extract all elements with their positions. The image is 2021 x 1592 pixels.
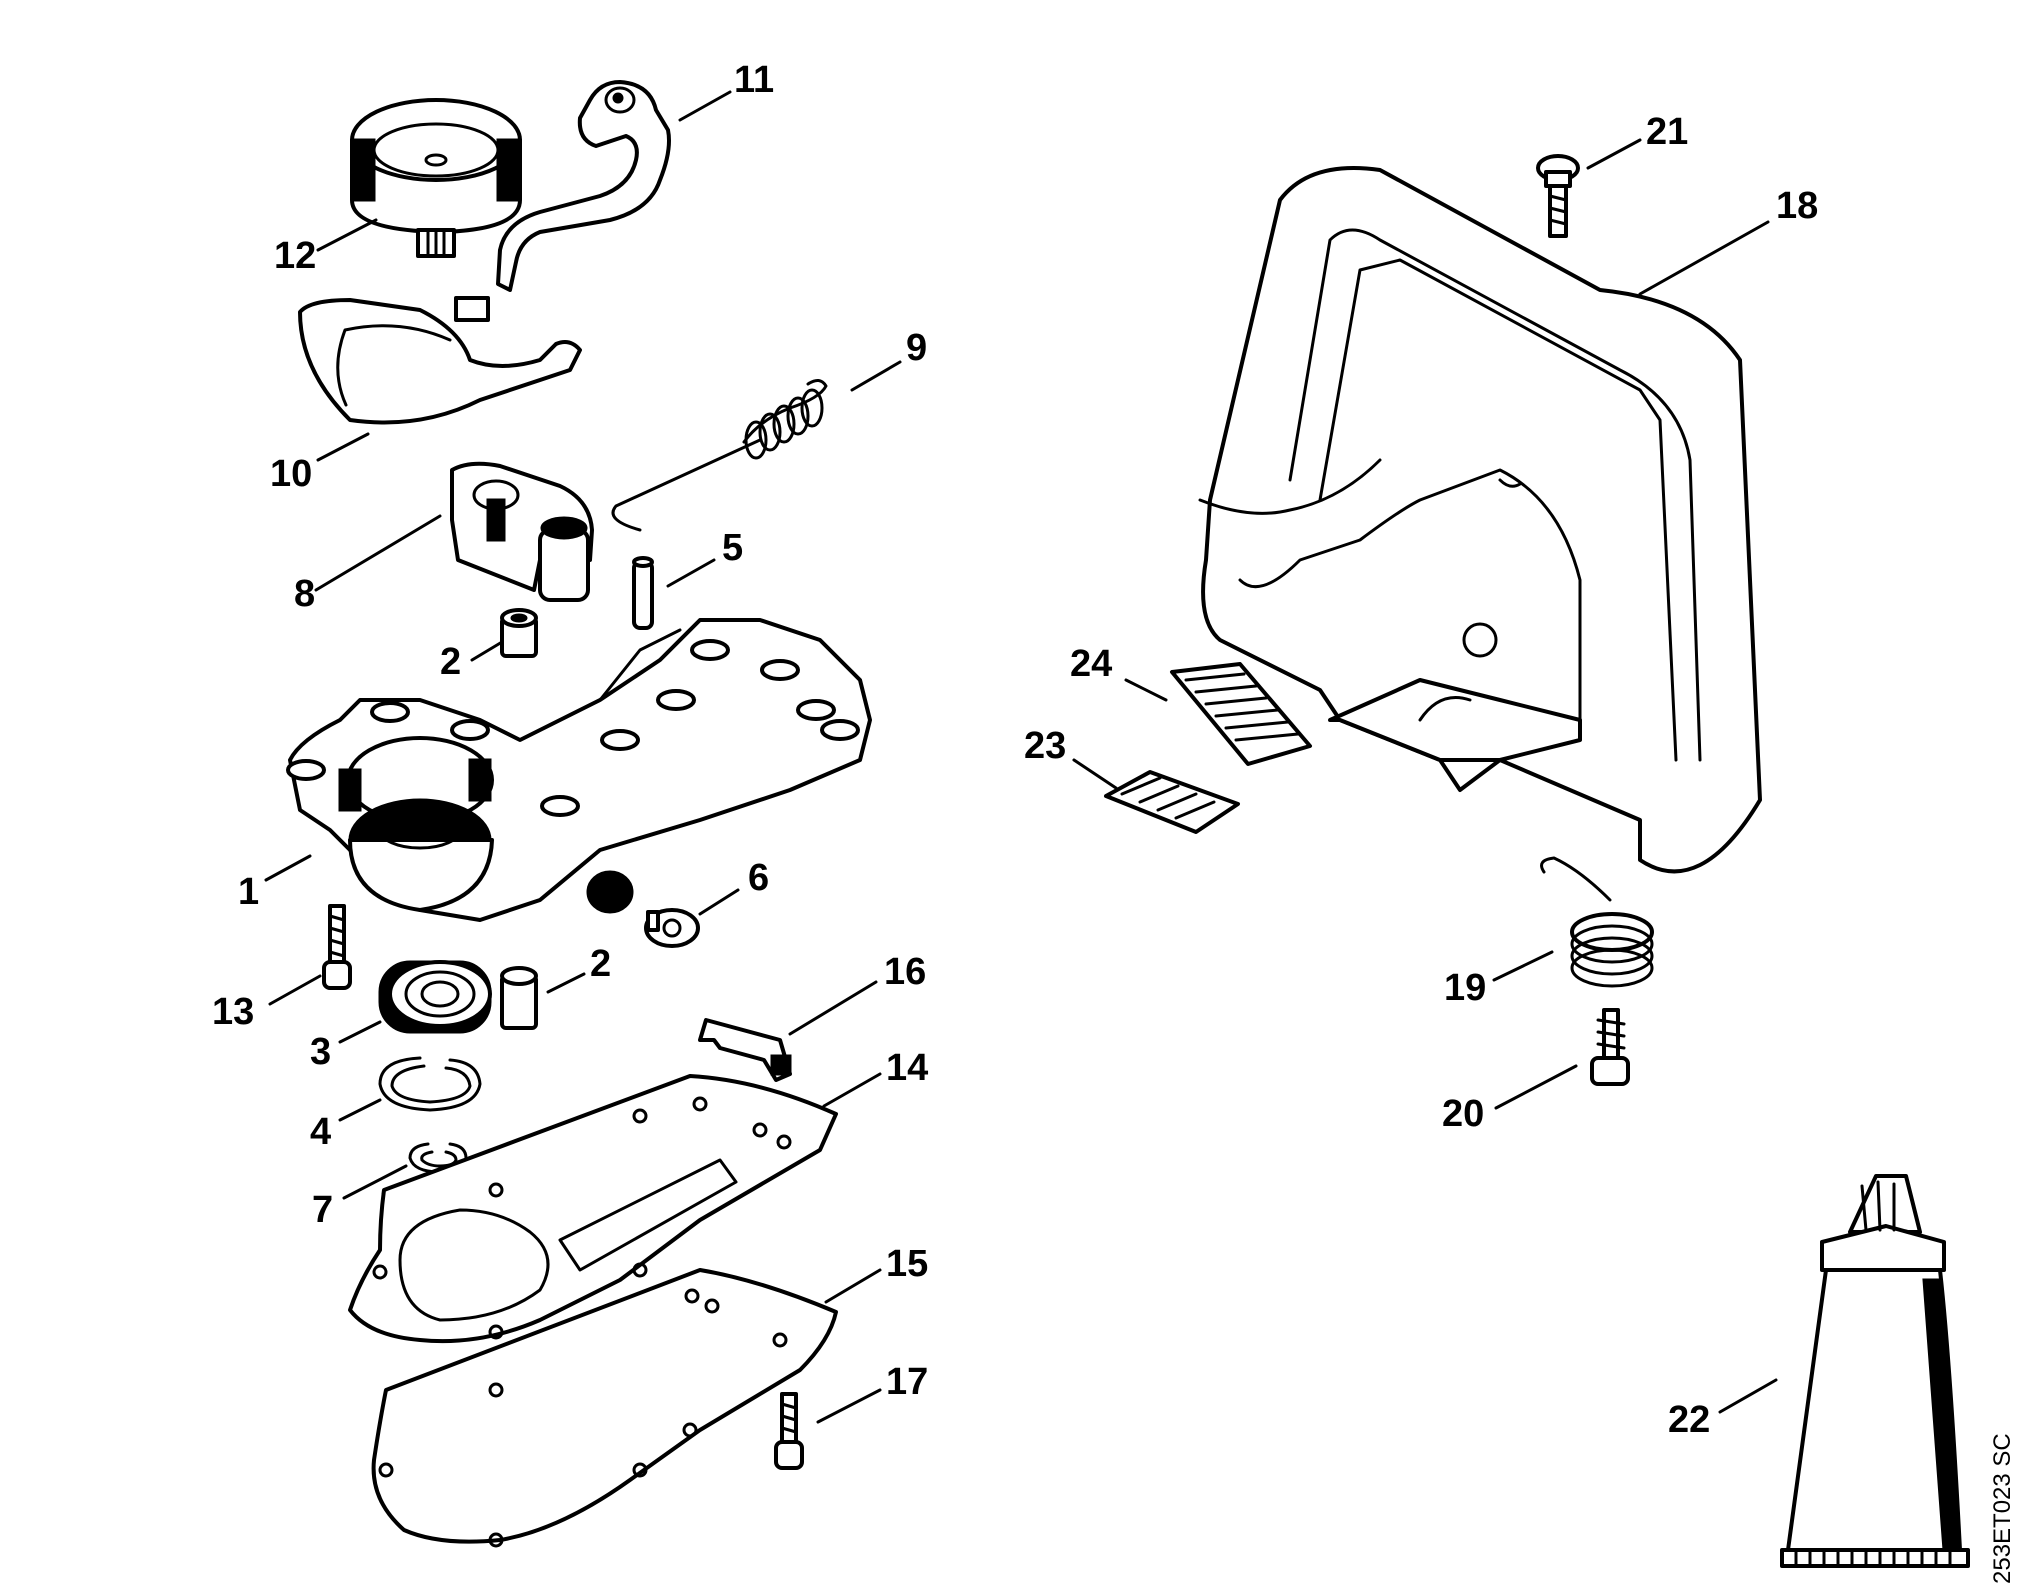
part-16-clip[interactable] [698, 1018, 792, 1082]
callout-1: 1 [238, 871, 259, 913]
part-23-label[interactable] [1104, 770, 1240, 834]
callout-15: 15 [886, 1243, 928, 1285]
leader-16 [788, 980, 878, 1036]
part-3-ball-bearing[interactable] [378, 960, 492, 1034]
leader-19 [1492, 950, 1554, 982]
leader-10 [316, 432, 370, 462]
part-18-handle-bar[interactable] [1198, 166, 1762, 874]
callout-11: 11 [734, 59, 774, 101]
callout-13: 13 [212, 991, 254, 1033]
leader-20 [1494, 1064, 1578, 1110]
leader-8 [314, 514, 442, 592]
leader-5 [666, 558, 716, 588]
part-9-tension-spring[interactable] [611, 379, 828, 532]
drawing-code: 253ET023 SC [1989, 1433, 2016, 1584]
callout-9: 9 [906, 327, 927, 369]
callout-2a: 2 [440, 641, 461, 683]
leader-2b [546, 972, 586, 994]
part-10-spring-band[interactable] [298, 296, 582, 425]
callout-14: 14 [886, 1047, 928, 1089]
callout-12: 12 [274, 235, 316, 277]
part-20-screw[interactable] [1590, 1008, 1630, 1086]
callout-3: 3 [310, 1031, 331, 1073]
leader-22 [1718, 1378, 1778, 1414]
callout-24: 24 [1070, 643, 1112, 685]
part-13-screw[interactable] [322, 904, 352, 990]
part-21-screw[interactable] [1536, 154, 1580, 238]
callout-19: 19 [1444, 967, 1486, 1009]
leader-lines [264, 90, 1778, 1424]
leader-15 [824, 1268, 882, 1304]
part-12-pinion-drum[interactable] [350, 98, 522, 258]
callout-numbers: 11 12 10 9 8 5 2 1 6 13 2 3 4 7 16 14 15… [212, 59, 1818, 1441]
part-24-label[interactable] [1170, 662, 1312, 766]
callout-8: 8 [294, 573, 315, 615]
callout-16: 16 [884, 951, 926, 993]
callout-10: 10 [270, 453, 312, 495]
leader-11 [678, 90, 732, 122]
callout-18: 18 [1776, 185, 1818, 227]
part-11-lever[interactable] [496, 80, 671, 292]
part-14-gasket[interactable] [348, 1074, 838, 1344]
callout-20: 20 [1442, 1093, 1484, 1135]
part-2-sleeve-upper[interactable] [500, 608, 538, 658]
leader-7 [342, 1164, 408, 1200]
leader-1 [264, 854, 312, 882]
leader-4 [338, 1098, 382, 1122]
part-15-cover-plate[interactable] [371, 1268, 838, 1548]
callout-7: 7 [312, 1189, 333, 1231]
leader-21 [1586, 138, 1642, 170]
leader-2a [470, 640, 504, 662]
leader-9 [850, 360, 902, 392]
callout-4: 4 [310, 1111, 331, 1153]
part-2-sleeve-lower[interactable] [500, 966, 538, 1030]
leader-6 [698, 888, 740, 916]
part-17-screw[interactable] [774, 1392, 804, 1470]
leader-18 [1638, 220, 1770, 296]
leader-14 [822, 1072, 882, 1108]
part-19-torsion-spring[interactable] [1540, 856, 1654, 988]
callout-23: 23 [1024, 725, 1066, 767]
part-22-grease-tube[interactable] [1780, 1174, 1970, 1568]
callout-6: 6 [748, 857, 769, 899]
leader-24 [1124, 678, 1168, 702]
part-4-circlip[interactable] [378, 1056, 482, 1112]
callout-5: 5 [722, 527, 743, 569]
part-6-screw-plug[interactable] [586, 870, 700, 948]
callout-17: 17 [886, 1361, 928, 1403]
callout-22: 22 [1668, 1399, 1710, 1441]
part-1-gear-housing[interactable] [286, 618, 872, 922]
part-8-bracket[interactable] [450, 461, 594, 602]
callout-2b: 2 [590, 943, 611, 985]
callout-21: 21 [1646, 111, 1688, 153]
leader-3 [338, 1020, 382, 1044]
leader-12 [316, 218, 378, 252]
part-5-pin[interactable] [632, 556, 654, 630]
leader-17 [816, 1388, 882, 1424]
leader-13 [268, 974, 322, 1006]
leader-23 [1072, 758, 1118, 790]
